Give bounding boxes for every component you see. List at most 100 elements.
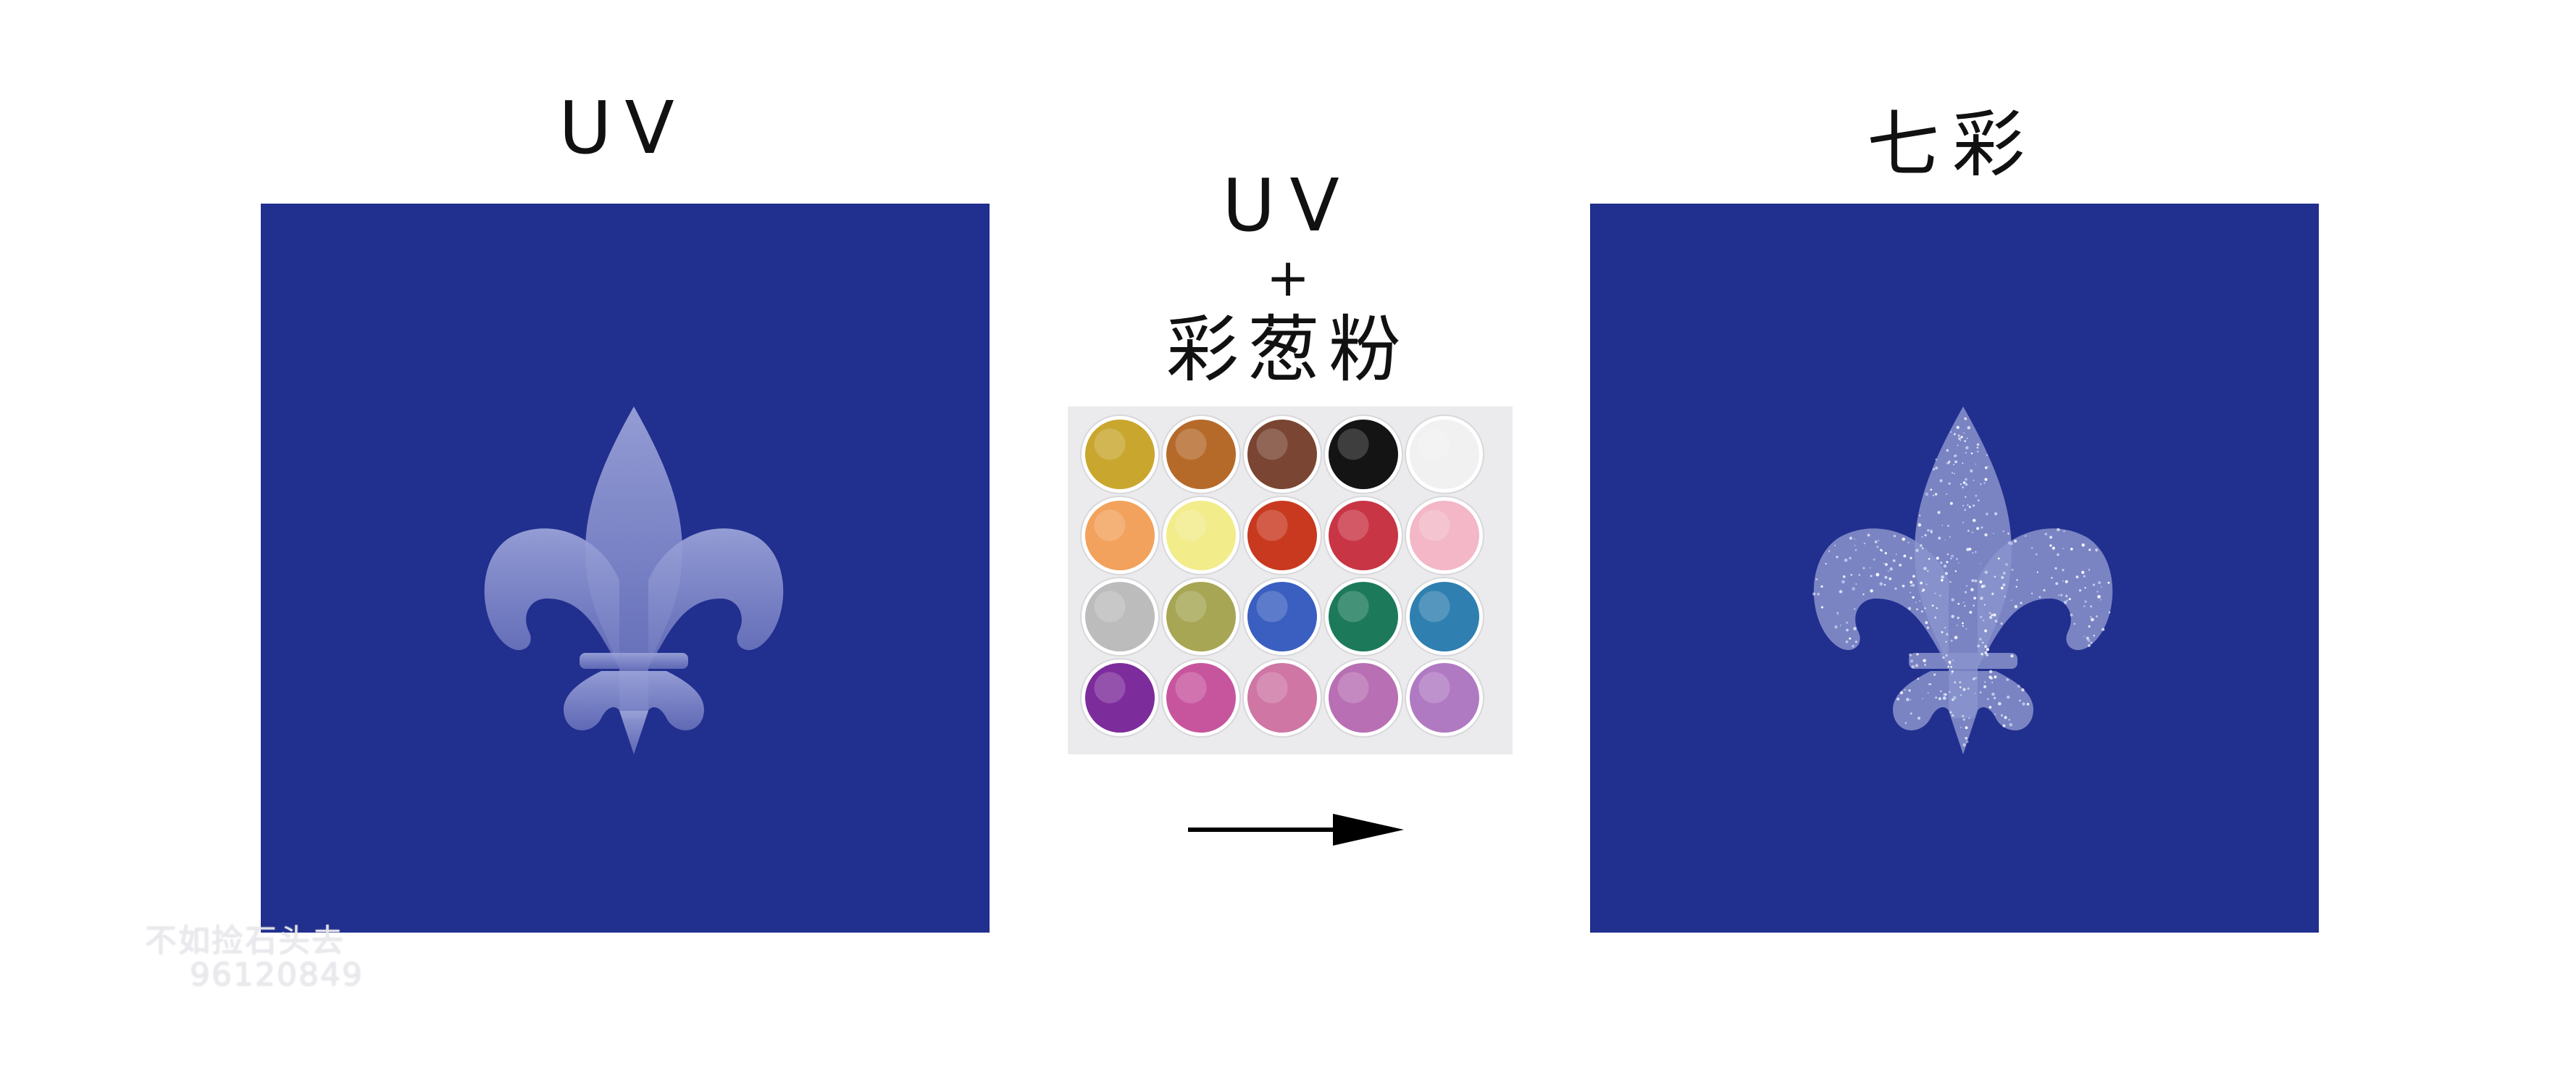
glitter-sparkle <box>1944 539 1946 541</box>
glitter-sparkle <box>1976 443 1980 446</box>
glitter-sparkle <box>1958 437 1962 441</box>
glitter-sparkle <box>1967 530 1970 532</box>
glitter-sparkle <box>1893 535 1897 538</box>
glitter-sparkle <box>1973 604 1975 607</box>
glitter-sparkle <box>1965 451 1967 454</box>
glitter-sparkle <box>1959 681 1962 683</box>
glitter-sparkle <box>2001 575 2004 580</box>
glitter-sparkle <box>1820 606 1824 609</box>
glitter-sparkle <box>2093 634 2095 637</box>
glitter-sparkle <box>2014 539 2017 543</box>
glitter-sparkle <box>1918 717 1920 720</box>
glitter-sparkle <box>1910 712 1912 715</box>
glitter-sparkle <box>1933 468 1935 471</box>
glitter-dish-highlight <box>1256 672 1288 704</box>
glitter-sparkle <box>1841 580 1845 584</box>
glitter-sparkle <box>1984 466 1988 470</box>
glitter-dish <box>1329 420 1398 489</box>
glitter-sparkle <box>2090 605 2093 608</box>
glitter-sparkle <box>1915 664 1919 667</box>
glitter-sparkle <box>1939 594 1941 597</box>
glitter-sparkle <box>1991 681 1994 683</box>
glitter-sparkle <box>1957 444 1959 446</box>
glitter-sparkle <box>1957 434 1960 437</box>
glitter-sparkle <box>1839 590 1843 593</box>
glitter-sparkle <box>1951 598 1954 601</box>
glitter-dish <box>1410 663 1479 733</box>
glitter-sparkle <box>1910 580 1913 584</box>
glitter-sparkle <box>1945 641 1947 643</box>
glitter-sparkle <box>1997 557 2000 560</box>
glitter-sparkle <box>1867 533 1870 537</box>
glitter-sparkle <box>1976 527 1980 530</box>
glitter-sparkle <box>2031 546 2033 549</box>
glitter-sparkle <box>2031 593 2033 595</box>
glitter-sparkle <box>2007 533 2010 535</box>
glitter-sparkle <box>2020 601 2023 604</box>
glitter-dish <box>1166 420 1236 489</box>
glitter-sparkle <box>1965 478 1967 481</box>
glitter-sparkle <box>2019 699 2021 702</box>
glitter-sparkle <box>1950 666 1952 668</box>
glitter-dish-highlight <box>1175 672 1207 704</box>
glitter-sparkle <box>1941 575 1944 579</box>
glitter-sparkle <box>1962 522 1964 523</box>
glitter-sparkle <box>1904 722 1907 725</box>
glitter-sparkle <box>1989 670 1993 674</box>
glitter-sparkle <box>1892 559 1896 562</box>
glitter-dish <box>1410 420 1479 489</box>
glitter-sparkle <box>2095 615 2098 618</box>
glitter-sparkle <box>1983 604 1986 606</box>
glitter-sparkle <box>1927 570 1929 572</box>
glitter-sparkle <box>2081 543 2085 547</box>
glitter-dish-highlight <box>1337 672 1369 704</box>
glitter-sparkle <box>1951 672 1953 675</box>
glitter-sparkle <box>1883 562 1885 564</box>
glitter-sparkle <box>2100 586 2102 588</box>
glitter-sparkle <box>1959 686 1962 688</box>
glitter-sparkle <box>1928 557 1931 560</box>
glitter-sparkle <box>2063 530 2065 533</box>
glitter-sparkle <box>2036 571 2038 573</box>
glitter-sparkle <box>2017 684 2020 688</box>
glitter-sparkle <box>1908 689 1911 692</box>
glitter-sparkle <box>2000 622 2003 625</box>
glitter-sparkle <box>1939 479 1943 483</box>
glitter-sparkle <box>1973 596 1977 600</box>
glitter-sparkle <box>1919 514 1921 517</box>
glitter-dish-highlight <box>1175 509 1207 541</box>
glitter-sparkle <box>1965 496 1967 498</box>
glitter-sparkle <box>2096 591 2099 593</box>
glitter-sparkle <box>1916 653 1919 656</box>
glitter-dish-highlight <box>1418 672 1450 704</box>
glitter-sparkle <box>1927 692 1929 694</box>
glitter-sparkle <box>1954 460 1958 464</box>
glitter-sparkle <box>2088 625 2091 628</box>
glitter-sparkle <box>1910 699 1912 701</box>
glitter-sparkle <box>2058 594 2060 596</box>
glitter-sparkle <box>2002 583 2006 587</box>
glitter-sparkle <box>1873 558 1875 561</box>
glitter-sparkle <box>2035 553 2038 556</box>
glitter-sparkle <box>1986 698 1989 701</box>
glitter-sparkle <box>1949 536 1951 538</box>
glitter-sparkle <box>1941 630 1944 633</box>
glitter-sparkle <box>1928 683 1931 685</box>
glitter-sparkle <box>1949 580 1952 583</box>
glitter-sparkle <box>1921 590 1923 592</box>
glitter-sparkle <box>1915 601 1917 604</box>
glitter-sparkle <box>1950 639 1953 642</box>
glitter-sparkle <box>1973 504 1975 507</box>
glitter-sparkle <box>1953 433 1956 436</box>
glitter-sparkle <box>1963 432 1965 434</box>
glitter-sparkle <box>1922 588 1925 592</box>
glitter-sparkle <box>1930 488 1933 491</box>
glitter-dish <box>1166 582 1236 651</box>
glitter-sparkle <box>2051 577 2053 579</box>
glitter-sparkle <box>1920 610 1923 613</box>
glitter-sparkle <box>1897 697 1900 701</box>
glitter-dish <box>1085 501 1155 570</box>
glitter-sparkle <box>1962 714 1965 717</box>
glitter-sparkle <box>2100 599 2102 601</box>
glitter-sparkle <box>1879 582 1883 586</box>
